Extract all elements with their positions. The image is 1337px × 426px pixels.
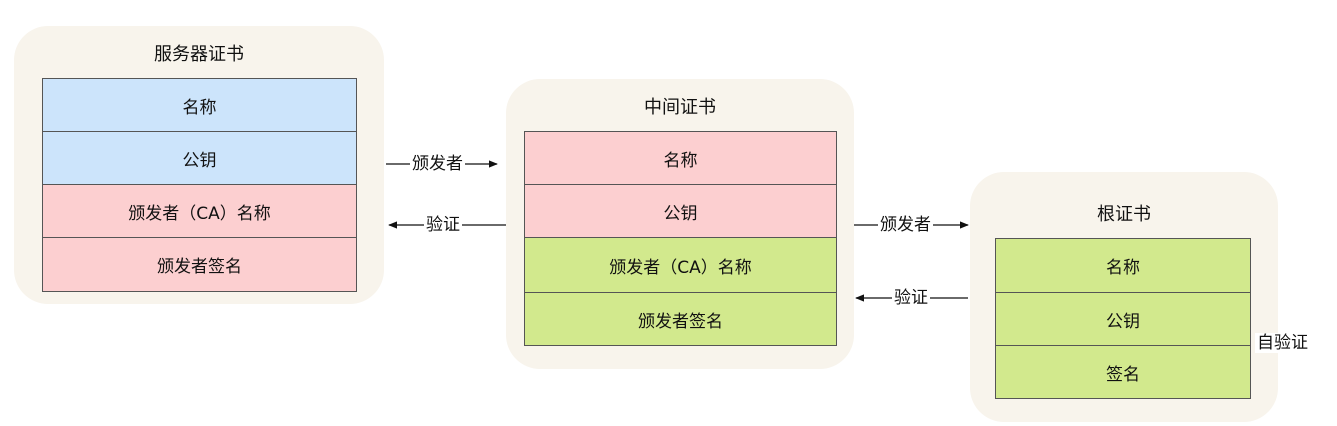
- verify-label-2: 验证: [892, 288, 930, 308]
- issuer-label-2: 颁发者: [878, 215, 933, 235]
- issuer-label-1: 颁发者: [410, 154, 465, 174]
- intermediate-cert-name: 名称: [524, 131, 837, 185]
- intermediate-cert-issuer-name: 颁发者（CA）名称: [524, 237, 837, 293]
- server-cert-public-key: 公钥: [42, 131, 357, 185]
- root-cert-title: 根证书: [1097, 204, 1151, 225]
- self-verify-label: 自验证: [1255, 333, 1310, 353]
- server-cert-issuer-name: 颁发者（CA）名称: [42, 184, 357, 238]
- verify-label-1: 验证: [424, 215, 462, 235]
- root-cert-signature: 签名: [995, 345, 1251, 399]
- server-cert-issuer-signature: 颁发者签名: [42, 237, 357, 292]
- intermediate-cert-public-key: 公钥: [524, 184, 837, 238]
- intermediate-cert-title: 中间证书: [644, 97, 716, 118]
- root-cert-public-key: 公钥: [995, 292, 1251, 346]
- server-cert-title: 服务器证书: [154, 44, 244, 65]
- server-cert-name: 名称: [42, 78, 357, 132]
- root-cert-name: 名称: [995, 238, 1251, 293]
- intermediate-cert-issuer-signature: 颁发者签名: [524, 292, 837, 346]
